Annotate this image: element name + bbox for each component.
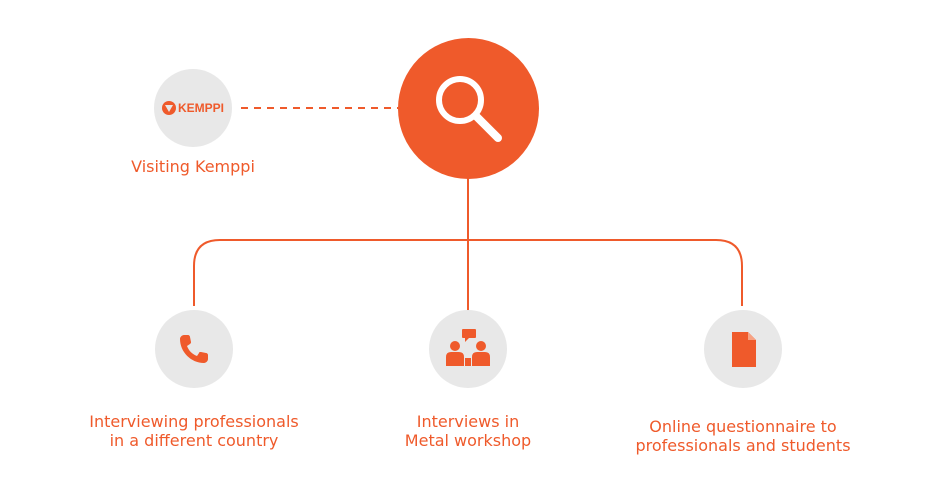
group-chat-icon (446, 329, 490, 366)
method-phone-label: Interviewing professionals in a differen… (89, 412, 299, 450)
method-document-label: Online questionnaire to professionals an… (635, 417, 851, 455)
kemppi-label: Visiting Kemppi (131, 157, 255, 176)
method-phone-circle (155, 310, 233, 388)
method-group-label: Interviews in Metal workshop (404, 412, 532, 450)
method-document-circle (704, 310, 782, 388)
document-icon (732, 332, 756, 367)
kemppi-logo-text: KEMPPI (178, 101, 225, 115)
branch-line (193, 239, 743, 306)
center-search-circle (398, 38, 539, 179)
phone-icon (180, 335, 208, 363)
kemppi-logo (162, 101, 176, 115)
method-group-circle (429, 310, 507, 388)
search-icon (436, 76, 502, 142)
kemppi-circle: KEMPPI (154, 69, 232, 147)
